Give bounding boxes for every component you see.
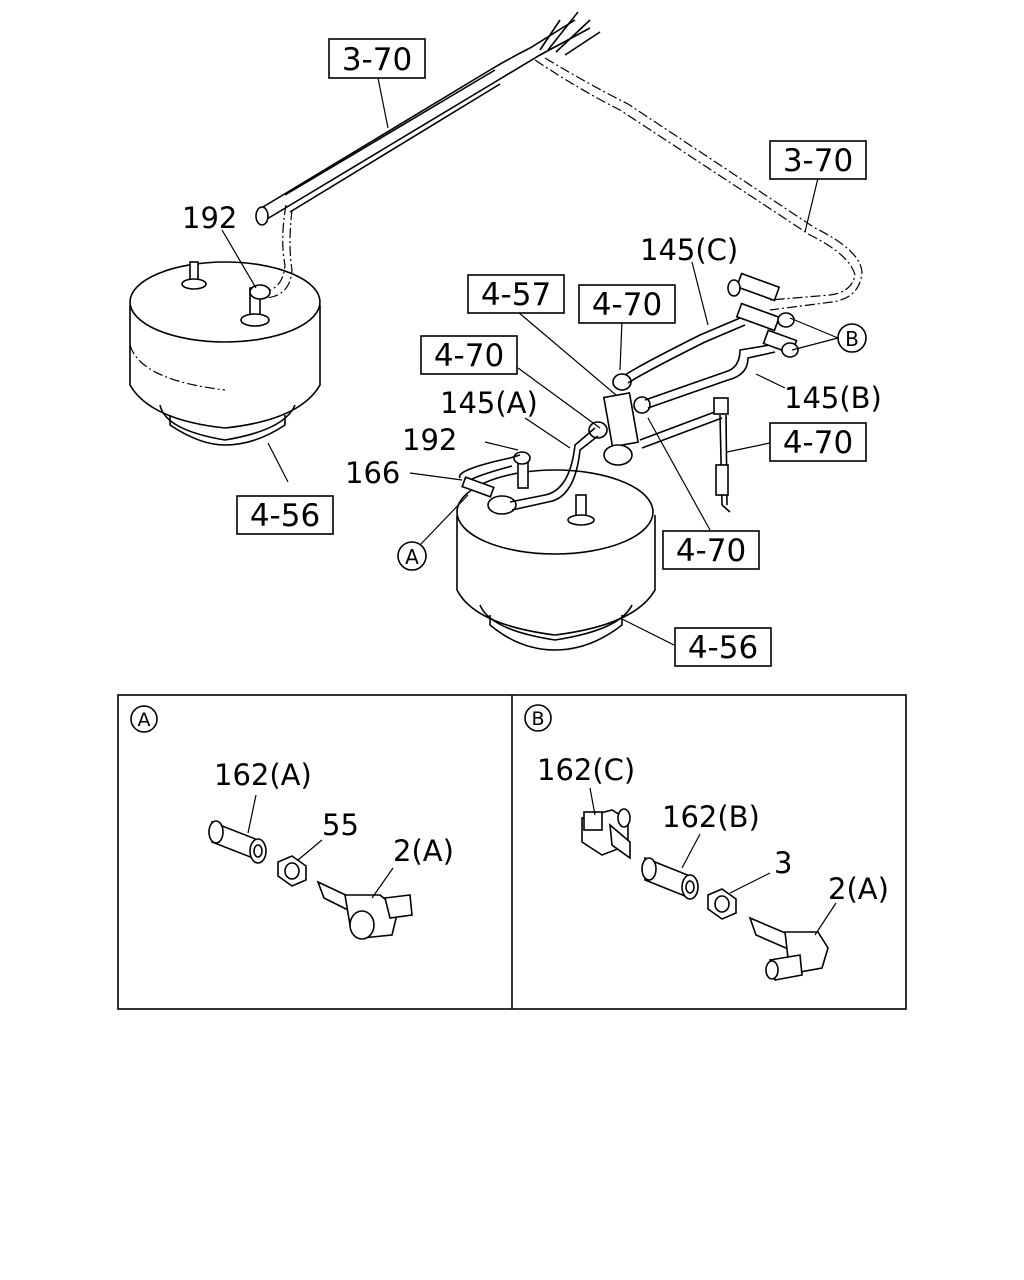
detail-b-title: B (531, 708, 544, 730)
pipes (458, 272, 799, 511)
ref-4-70-c-text: 4-70 (783, 425, 853, 461)
elbow-2a-a (316, 867, 413, 940)
callout-b-text: B (845, 327, 859, 351)
leader-lines (221, 77, 839, 646)
part-3-label: 3 (774, 846, 792, 880)
callout-b: B (837, 323, 867, 353)
detail-a: A 162(A) 55 2(A) (130, 705, 454, 940)
ref-4-70-b-text: 4-70 (434, 338, 504, 374)
ref-4-56-left: 4-56 (236, 495, 334, 535)
elbow-2a-b (748, 902, 837, 981)
part-2a-label-a: 2(A) (393, 834, 454, 868)
ref-4-57: 4-57 (467, 274, 565, 314)
ref-4-70-a: 4-70 (578, 284, 676, 324)
tee-162c (581, 787, 631, 860)
detail-a-title: A (138, 709, 151, 731)
ref-4-70-b: 4-70 (420, 335, 518, 375)
callout-a: A (397, 541, 427, 571)
ref-3-70-top: 3-70 (328, 38, 426, 79)
sleeve-162b (641, 833, 701, 900)
ref-4-70-d: 4-70 (662, 530, 760, 570)
part-145c-label: 145(C) (640, 233, 738, 267)
ref-3-70-right-text: 3-70 (783, 143, 853, 179)
ref-4-56-left-text: 4-56 (250, 498, 320, 534)
detail-b: B 162(C) 162(B) 3 2(A) (524, 704, 889, 981)
ref-3-70-top-text: 3-70 (342, 42, 412, 78)
part-145a-label: 145(A) (440, 386, 538, 420)
air-spring-left (129, 261, 321, 446)
ref-4-57-text: 4-57 (481, 277, 551, 313)
hose-bundle (255, 11, 863, 311)
ref-4-70-d-text: 4-70 (676, 533, 746, 569)
sleeve-162a (208, 794, 267, 864)
ref-4-70-c: 4-70 (769, 422, 867, 462)
part-55-label: 55 (322, 808, 359, 842)
leveling-valve (588, 373, 731, 513)
ref-4-56-right: 4-56 (674, 627, 772, 667)
part-192-mid-label: 192 (402, 423, 457, 457)
ref-3-70-right: 3-70 (769, 140, 867, 180)
part-192-top-label: 192 (182, 201, 237, 235)
part-162b-label: 162(B) (662, 800, 760, 834)
ref-4-70-a-text: 4-70 (592, 287, 662, 323)
nut-3 (707, 872, 771, 920)
callout-a-text: A (405, 545, 419, 569)
part-162c-label: 162(C) (537, 753, 635, 787)
nut-55 (277, 839, 323, 887)
part-145b-label: 145(B) (784, 381, 882, 415)
part-2a-label-b: 2(A) (828, 872, 889, 906)
part-162a-label: 162(A) (214, 758, 312, 792)
part-166-label: 166 (345, 456, 400, 490)
ref-4-56-right-text: 4-56 (688, 630, 758, 666)
